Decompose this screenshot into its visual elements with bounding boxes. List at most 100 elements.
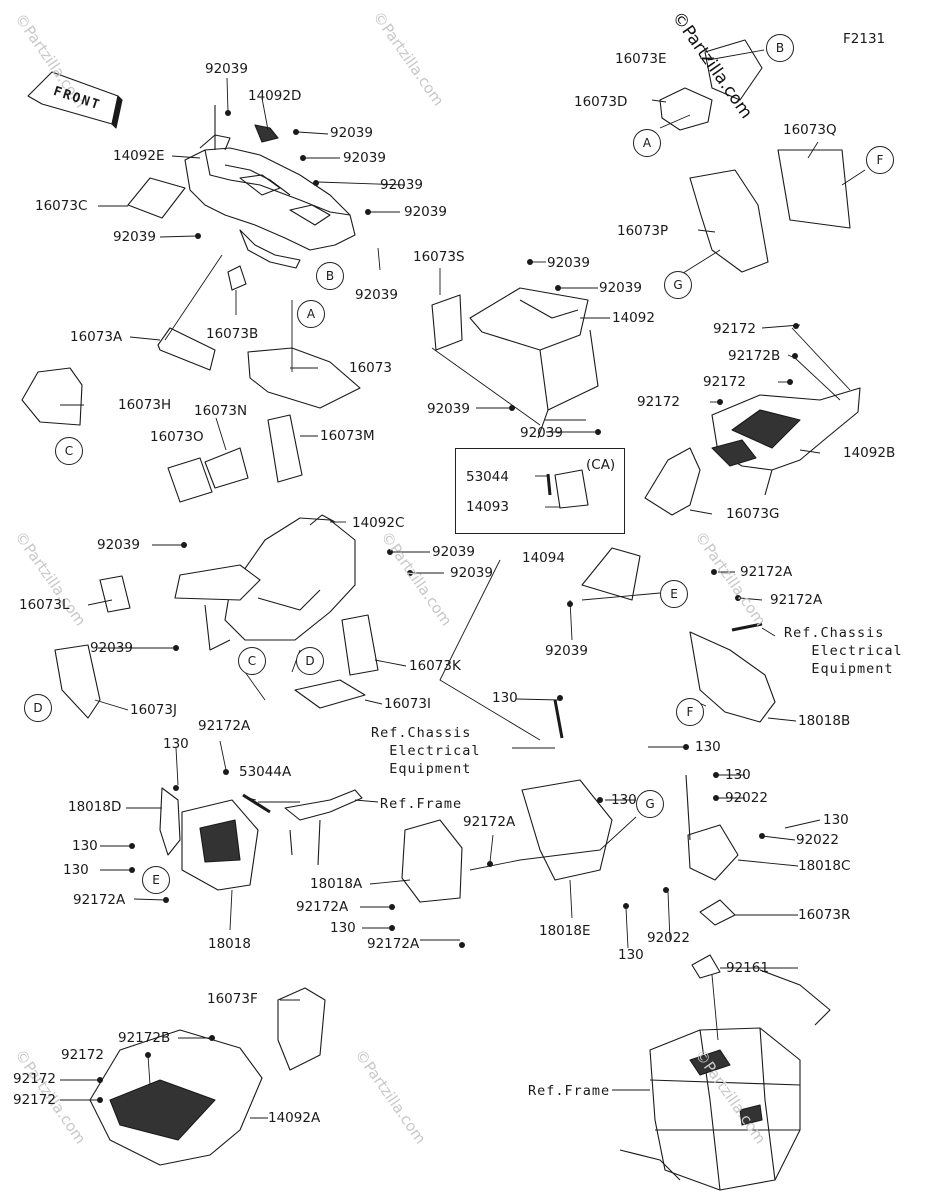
part-label: 16073N: [194, 403, 248, 419]
part-label: 16073D: [574, 94, 628, 110]
part-label: 92039: [330, 125, 373, 141]
part-label: 18018C: [798, 858, 851, 874]
part-label: 130: [63, 862, 89, 878]
part-label: 16073B: [206, 326, 259, 342]
part-label: 16073P: [617, 223, 669, 239]
guard-18018A: [401, 819, 463, 903]
part-label: 16073M: [320, 428, 375, 444]
front-housing-14092E: [184, 105, 356, 269]
part-label: 16073F: [207, 991, 258, 1007]
part-label: 92039: [355, 287, 398, 303]
guard-18018C: [687, 824, 739, 881]
part-label: 16073C: [35, 198, 88, 214]
part-label: 130: [72, 838, 98, 854]
part-label: 92172A: [463, 814, 516, 830]
part-label: 18018B: [798, 713, 851, 729]
part-label: 130: [492, 690, 518, 706]
part-label: 16073I: [384, 696, 431, 712]
part-label: 14092B: [843, 445, 896, 461]
part-label: 16073G: [726, 506, 780, 522]
part-label: 16073R: [798, 907, 851, 923]
part-label: 16073H: [118, 397, 172, 413]
part-label: 16073L: [19, 597, 70, 613]
part-label: 92172B: [728, 348, 781, 364]
part-label: 14092: [612, 310, 655, 326]
ref-frame-label: Ref.Frame: [380, 796, 463, 812]
part-label: 130: [695, 739, 721, 755]
part-label: 53044: [466, 469, 509, 485]
callout-circle: D: [296, 647, 324, 675]
callout-circle: E: [660, 580, 688, 608]
guard-18018B: [689, 631, 776, 723]
part-label: 92022: [725, 790, 768, 806]
part-label: 53044A: [239, 764, 292, 780]
part-label: 130: [611, 792, 637, 808]
bracket-14094: [581, 547, 641, 601]
part-label: 92039: [404, 204, 447, 220]
part-label: 14094: [522, 550, 565, 566]
part-label: 92039: [343, 150, 386, 166]
part-label: 92022: [647, 930, 690, 946]
pad-16073C: [127, 177, 186, 219]
ca-box-label: (CA): [586, 457, 616, 473]
part-label: 14092A: [268, 1110, 321, 1126]
part-label: 92039: [545, 643, 588, 659]
callout-circle: A: [297, 300, 325, 328]
housing-14092C: [54, 414, 379, 719]
part-label: 14092C: [352, 515, 405, 531]
part-label: 92039: [97, 537, 140, 553]
part-label: 130: [618, 947, 644, 963]
ref-frame-label: Ref.Frame: [528, 1083, 611, 1099]
callout-circle: B: [766, 34, 794, 62]
callout-circle: F: [866, 146, 894, 174]
part-label: 92172B: [118, 1030, 171, 1046]
part-label: 130: [163, 736, 189, 752]
frame-lower-right: [619, 969, 831, 1191]
part-label: 16073Q: [783, 122, 837, 138]
housing-14092B: [644, 387, 861, 516]
part-label: 92039: [450, 565, 493, 581]
callout-circle: E: [142, 866, 170, 894]
part-label: 14092E: [113, 148, 165, 164]
part-label: 14093: [466, 499, 509, 515]
callout-circle: D: [24, 694, 52, 722]
part-label: 16073O: [150, 429, 204, 445]
part-label: 16073J: [130, 702, 177, 718]
part-label: 92172: [13, 1071, 56, 1087]
part-label: 92172A: [740, 564, 793, 580]
part-label: 130: [823, 812, 849, 828]
part-label: 92172A: [73, 892, 126, 908]
front-arrow-icon: [27, 71, 123, 129]
part-label: 18018A: [310, 876, 363, 892]
part-label: 92172A: [770, 592, 823, 608]
part-label: 92172: [13, 1092, 56, 1108]
part-label: 16073: [349, 360, 392, 376]
part-label: 92172A: [296, 899, 349, 915]
part-label: 92172A: [198, 718, 251, 734]
part-label: 92172: [713, 321, 756, 337]
ref-chassis-electrical-label: Ref.Chassis Electrical Equipment: [371, 725, 481, 777]
part-label: 18018D: [68, 799, 122, 815]
part-label: 92172: [61, 1047, 104, 1063]
part-label: 92039: [520, 425, 563, 441]
part-label: 16073E: [615, 51, 667, 67]
part-label: 92039: [432, 544, 475, 560]
part-label: 92161: [726, 960, 769, 976]
part-label: 16073K: [409, 658, 461, 674]
part-label: 14092D: [248, 88, 302, 104]
guard-18018D: [159, 787, 181, 856]
callout-circle: B: [316, 262, 344, 290]
callout-circle: G: [636, 790, 664, 818]
part-label: 92172: [637, 394, 680, 410]
part-label: 92039: [380, 177, 423, 193]
part-label: 92022: [796, 832, 839, 848]
part-label: 92039: [547, 255, 590, 271]
callout-circle: F: [676, 698, 704, 726]
part-label: 92039: [427, 401, 470, 417]
bracket-14092: [431, 287, 599, 439]
callout-circle: A: [633, 129, 661, 157]
part-label: 18018: [208, 936, 251, 952]
figure-code: F2131: [843, 31, 886, 47]
